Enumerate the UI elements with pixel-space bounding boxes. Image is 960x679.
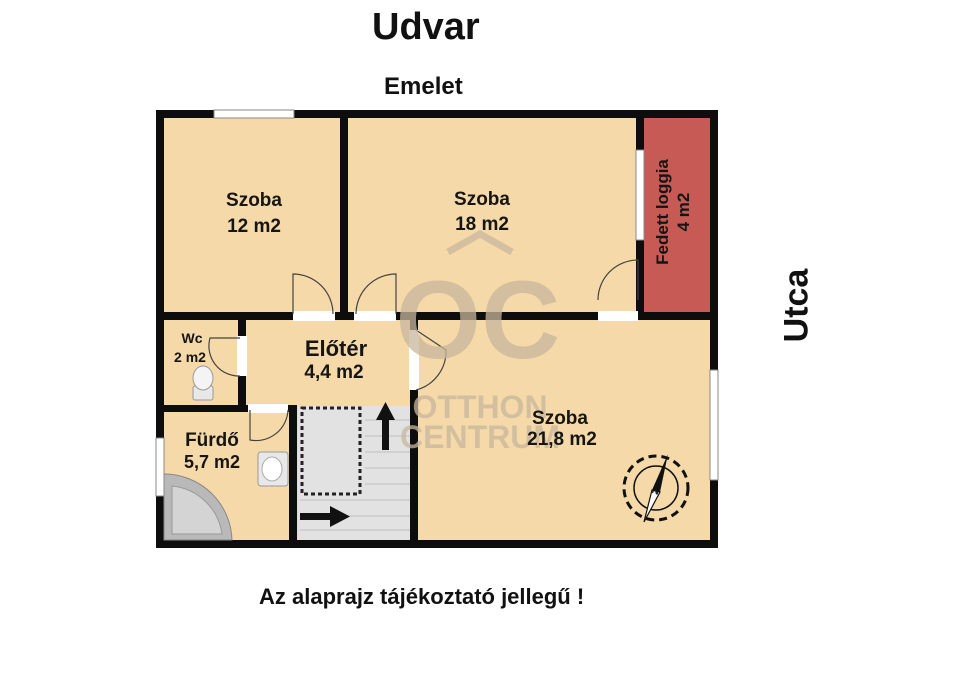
arrow-right-icon (300, 506, 350, 527)
wall-top (156, 110, 718, 118)
room3-name: Szoba (532, 408, 588, 429)
staircase (300, 419, 410, 531)
arrow-up-icon (376, 402, 395, 450)
bathtub-icon (163, 473, 233, 541)
wall-right (710, 110, 718, 548)
room2-name: Szoba (454, 189, 510, 210)
wall-middle (156, 312, 718, 320)
window-room3 (709, 369, 719, 481)
svg-text:N: N (650, 485, 661, 498)
room1-area: 12 m2 (227, 216, 281, 237)
wall-stairs-room3 (410, 315, 418, 545)
window-bath (155, 437, 165, 497)
watermark-roof (446, 229, 514, 256)
watermark: OC OTTHON CENTRUM (396, 229, 561, 455)
door-room3 (415, 329, 447, 391)
disclaimer-text: Az alaprajz tájékoztató jellegű ! (259, 584, 585, 609)
room1-name: Szoba (226, 190, 282, 211)
stair-railing (300, 406, 362, 496)
floor-label: Emelet (384, 73, 463, 100)
door-bath (249, 409, 289, 442)
door-room1 (292, 273, 334, 315)
floor-area (162, 116, 712, 542)
wall-room1-room2 (340, 110, 348, 315)
watermark-line2: CENTRUM (400, 419, 560, 455)
door-loggia (597, 259, 639, 301)
bath-name: Fürdő (185, 430, 239, 451)
wc-name: Wc (182, 330, 203, 346)
window-loggia-door (635, 149, 645, 241)
toilet-icon (192, 365, 214, 401)
door-wc (208, 337, 241, 377)
wall-bottom (156, 540, 718, 548)
doors (208, 259, 639, 442)
loggia-floor (642, 116, 712, 312)
floor-fills (162, 116, 712, 542)
page-title: Udvar (372, 6, 480, 48)
hall-name: Előtér (305, 336, 368, 361)
watermark-line1: OTTHON (412, 389, 547, 425)
loggia-area: 4 m2 (674, 193, 693, 232)
room3-area: 21,8 m2 (527, 429, 597, 450)
compass-icon: N (622, 454, 690, 523)
room2-area: 18 m2 (455, 214, 509, 235)
window-room1 (213, 109, 295, 119)
windows (155, 109, 719, 497)
hall-area: 4,4 m2 (304, 362, 363, 383)
wall-wc-bath (156, 405, 296, 412)
wall-bath-stairs (289, 405, 297, 545)
door-room2 (355, 273, 397, 315)
loggia-name: Fedett loggia (653, 159, 672, 265)
wc-area: 2 m2 (174, 349, 206, 365)
watermark-logo: OC (396, 259, 561, 382)
sink-icon (257, 451, 289, 487)
wall-left (156, 110, 164, 548)
bath-area: 5,7 m2 (184, 452, 240, 472)
